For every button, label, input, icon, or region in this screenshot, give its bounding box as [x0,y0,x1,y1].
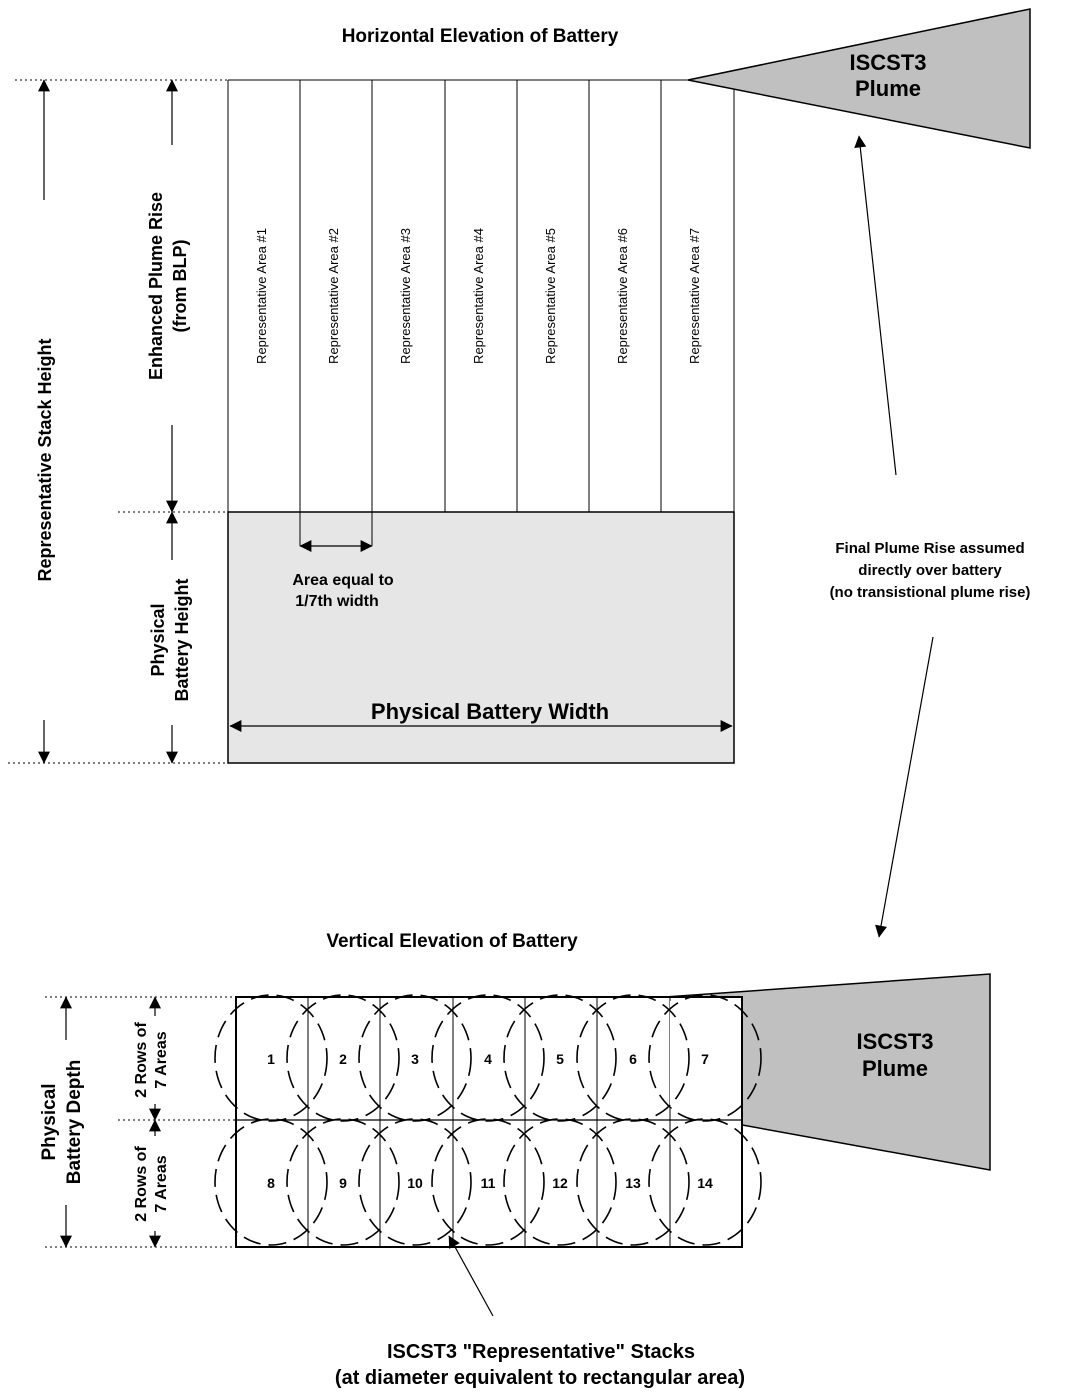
top-plume-label-line1: ISCST3 [849,50,926,75]
battery-height-label-line2: Battery Height [172,578,192,701]
stack-circle-1 [214,994,328,1122]
battery-depth-label-line1: Physical [39,1083,60,1160]
vertical-reference-lines [45,996,236,1248]
stack-numbers: 1 2 3 4 5 6 7 8 9 10 11 12 13 14 [267,1051,713,1191]
area-label-2: Representative Area #2 [326,228,341,364]
stack-number-3: 3 [411,1051,419,1067]
plan-divider-lines [307,997,671,1247]
stack-circles [214,994,762,1246]
row1-label-line2: 7 Areas [153,1031,170,1088]
stack-circle-2 [286,994,400,1122]
area-divider-lines [227,80,735,546]
stack-number-10: 10 [407,1175,423,1191]
stack-number-9: 9 [339,1175,347,1191]
stack-number-5: 5 [556,1051,564,1067]
battery-depth-label-line2: Battery Depth [64,1060,85,1185]
plume-rise-label-line2: (from BLP) [170,240,190,333]
top-iscst3-plume [687,8,1031,149]
stack-number-13: 13 [625,1175,641,1191]
stack-circle-5 [503,994,617,1122]
stack-circle-13 [576,1118,690,1246]
caption-leader-arrow [448,1235,494,1317]
stack-circle-3 [358,994,472,1122]
plume-rise-note-arrows [854,135,934,938]
stack-number-7: 7 [701,1051,709,1067]
stack-circle-14 [648,1118,762,1246]
stack-circle-12 [503,1118,617,1246]
battery-height-label-line1: Physical [148,603,168,676]
stack-height-label: Representative Stack Height [35,338,55,581]
stack-circle-6 [576,994,690,1122]
battery-width-label: Physical Battery Width [371,699,609,724]
plume-rise-label-line1: Enhanced Plume Rise [146,192,166,380]
stack-number-12: 12 [552,1175,568,1191]
stack-number-14: 14 [697,1175,713,1191]
area-label-7: Representative Area #7 [687,228,702,364]
battery-plan-rectangle [235,996,743,1248]
stack-number-1: 1 [267,1051,275,1067]
stack-number-6: 6 [629,1051,637,1067]
area-label-3: Representative Area #3 [398,228,413,364]
bottom-plume-label-line1: ISCST3 [856,1029,933,1054]
physical-battery [227,511,735,764]
area-label-1: Representative Area #1 [254,228,269,364]
vertical-title: Vertical Elevation of Battery [326,931,578,952]
note-line1: Final Plume Rise assumed [835,540,1024,557]
row1-label-line1: 2 Rows of [133,1022,150,1098]
stack-circle-7 [648,994,762,1122]
row2-label-line2: 7 Areas [153,1155,170,1212]
caption-line2: (at diameter equivalent to rectangular a… [335,1367,745,1389]
stack-number-8: 8 [267,1175,275,1191]
caption-line1: ISCST3 "Representative" Stacks [387,1341,695,1363]
horizontal-title: Horizontal Elevation of Battery [342,26,619,47]
stack-number-2: 2 [339,1051,347,1067]
plume-origin-cell [670,1001,700,1109]
stack-circle-11 [431,1118,545,1246]
area-label-5: Representative Area #5 [543,228,558,364]
stack-circle-9 [286,1118,400,1246]
stack-circle-4 [431,994,545,1122]
area-label-4: Representative Area #4 [471,228,486,364]
area-equal-label-line1: Area equal to [292,572,394,589]
stack-circle-10 [358,1118,472,1246]
bottom-plume-label-line2: Plume [862,1056,928,1081]
representative-areas: Representative Area #1 Representative Ar… [254,228,702,364]
note-line3: (no transistional plume rise) [830,584,1031,601]
area-label-6: Representative Area #6 [615,228,630,364]
stack-number-4: 4 [484,1051,492,1067]
area-equal-label-line2: 1/7th width [295,593,379,610]
stack-number-11: 11 [481,1175,496,1191]
stack-circle-8 [214,1118,328,1246]
top-plume-label-line2: Plume [855,76,921,101]
row2-label-line1: 2 Rows of [133,1146,150,1222]
note-line2: directly over battery [858,562,1002,579]
